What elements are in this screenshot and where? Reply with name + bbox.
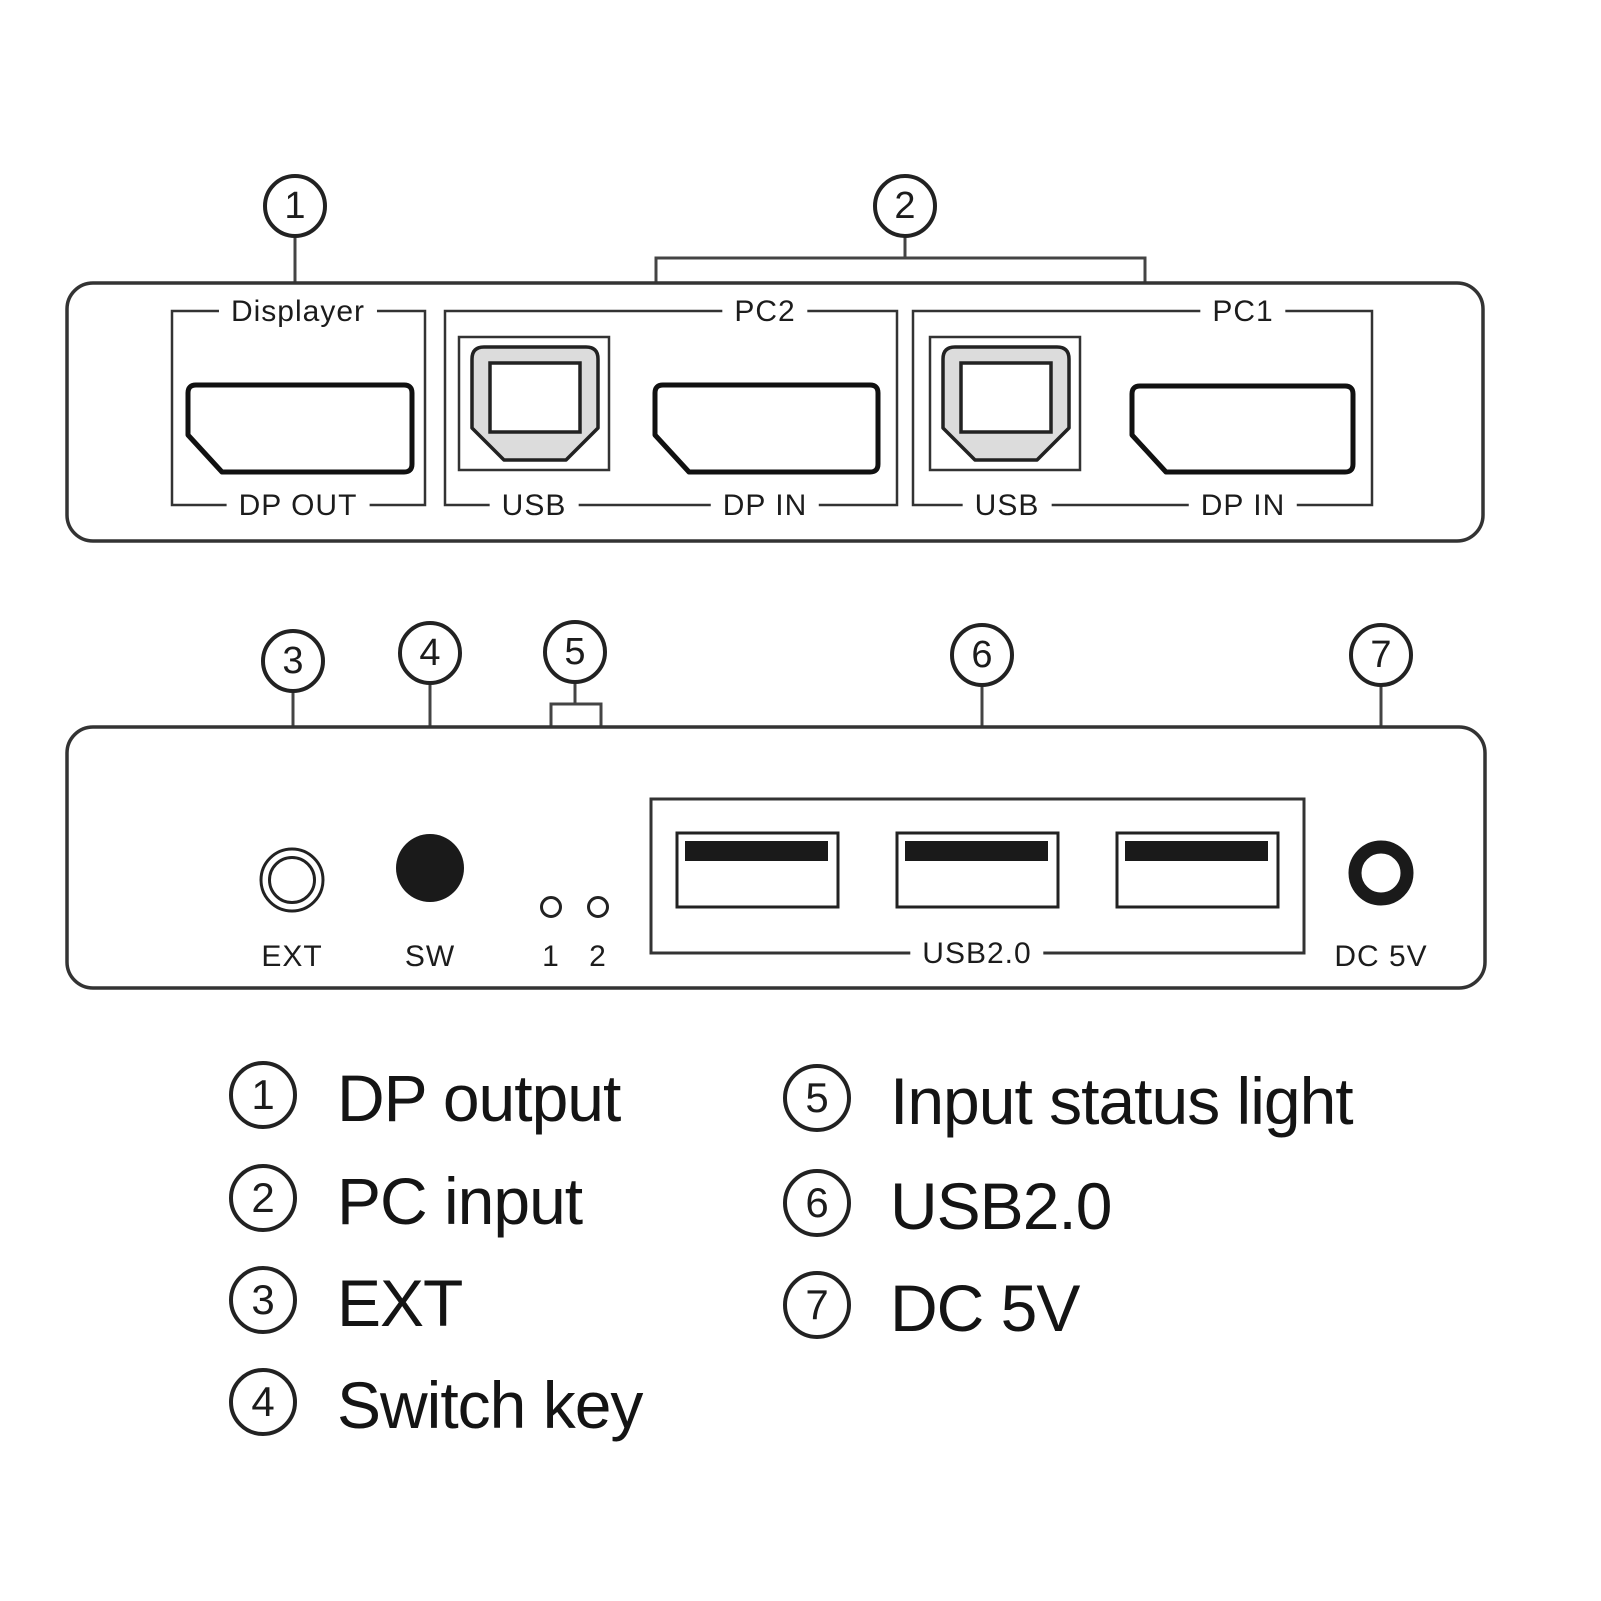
usb-a-port-1-tongue bbox=[685, 841, 828, 861]
dc-5v-jack bbox=[1348, 840, 1414, 906]
callout-7: 7 bbox=[1349, 623, 1413, 687]
callout-6: 6 bbox=[950, 623, 1014, 687]
callout-5-number: 5 bbox=[564, 631, 586, 673]
displayer-section-label: Displayer bbox=[218, 297, 378, 327]
switch-button bbox=[396, 834, 464, 902]
legend-label-input-status-light: Input status light bbox=[890, 1064, 1354, 1138]
legend-num-2: 2 bbox=[229, 1164, 297, 1232]
callout-5-bracket bbox=[549, 702, 603, 727]
pc1-usb-label: USB bbox=[962, 491, 1052, 521]
callout-4: 4 bbox=[398, 621, 462, 685]
pc2-section-frame bbox=[443, 309, 899, 507]
pc1-dp-in-port bbox=[1129, 383, 1356, 475]
legend-num-3-text: 3 bbox=[251, 1276, 275, 1323]
dp-out-label: DP OUT bbox=[226, 491, 370, 521]
pc1-section-frame bbox=[911, 309, 1374, 507]
callout-3-number: 3 bbox=[282, 640, 304, 682]
callout-7-number: 7 bbox=[1370, 634, 1392, 676]
legend-label-dc-5v: DC 5V bbox=[890, 1271, 1080, 1345]
usb-a-port-3-tongue bbox=[1125, 841, 1268, 861]
legend-num-1-text: 1 bbox=[251, 1071, 275, 1118]
led-1 bbox=[540, 896, 562, 918]
legend-num-7-text: 7 bbox=[805, 1281, 829, 1328]
legend-label-switch-key: Switch key bbox=[337, 1368, 643, 1442]
sw-label: SW bbox=[404, 940, 456, 973]
pc2-section-label: PC2 bbox=[722, 297, 808, 327]
callout-2-number: 2 bbox=[894, 185, 916, 227]
callout-2: 2 bbox=[873, 174, 937, 238]
legend-num-5-text: 5 bbox=[805, 1074, 829, 1121]
pc2-usb-label: USB bbox=[489, 491, 579, 521]
legend-label-usb20: USB2.0 bbox=[890, 1169, 1112, 1243]
legend-num-1: 1 bbox=[229, 1061, 297, 1129]
legend-label-ext: EXT bbox=[337, 1266, 463, 1340]
dp-out-port bbox=[185, 382, 415, 475]
callout-2-bracket bbox=[654, 256, 1147, 283]
led-1-label: 1 bbox=[542, 940, 560, 973]
pc1-dp-in-label: DP IN bbox=[1188, 491, 1298, 521]
ext-jack-inner bbox=[268, 856, 316, 904]
legend-label-pc-input: PC input bbox=[337, 1164, 583, 1238]
legend-num-4: 4 bbox=[229, 1368, 297, 1436]
usb-a-port-2-tongue bbox=[905, 841, 1048, 861]
pc2-dp-in-label: DP IN bbox=[710, 491, 820, 521]
callout-5: 5 bbox=[543, 620, 607, 684]
ext-label: EXT bbox=[261, 940, 323, 973]
callout-4-number: 4 bbox=[419, 632, 441, 674]
legend-num-7: 7 bbox=[783, 1271, 851, 1339]
pc1-section-label: PC1 bbox=[1200, 297, 1286, 327]
led-2-label: 2 bbox=[589, 940, 607, 973]
usb20-label: USB2.0 bbox=[910, 939, 1044, 969]
legend-num-4-text: 4 bbox=[251, 1378, 275, 1425]
pc1-usb-b-inner bbox=[959, 361, 1053, 434]
legend-num-6: 6 bbox=[783, 1169, 851, 1237]
pc2-dp-in-port bbox=[652, 382, 881, 475]
legend-num-6-text: 6 bbox=[805, 1179, 829, 1226]
led-2 bbox=[587, 896, 609, 918]
callout-3: 3 bbox=[261, 629, 325, 693]
legend-num-3: 3 bbox=[229, 1266, 297, 1334]
dc-5v-label: DC 5V bbox=[1334, 940, 1428, 973]
callout-1-number: 1 bbox=[284, 185, 306, 227]
legend-num-2-text: 2 bbox=[251, 1174, 275, 1221]
legend-label-dp-output: DP output bbox=[337, 1061, 621, 1135]
callout-1: 1 bbox=[263, 174, 327, 238]
pc2-usb-b-inner bbox=[488, 361, 582, 434]
legend-num-5: 5 bbox=[783, 1064, 851, 1132]
callout-6-number: 6 bbox=[971, 634, 993, 676]
ext-jack-outer bbox=[259, 847, 325, 913]
